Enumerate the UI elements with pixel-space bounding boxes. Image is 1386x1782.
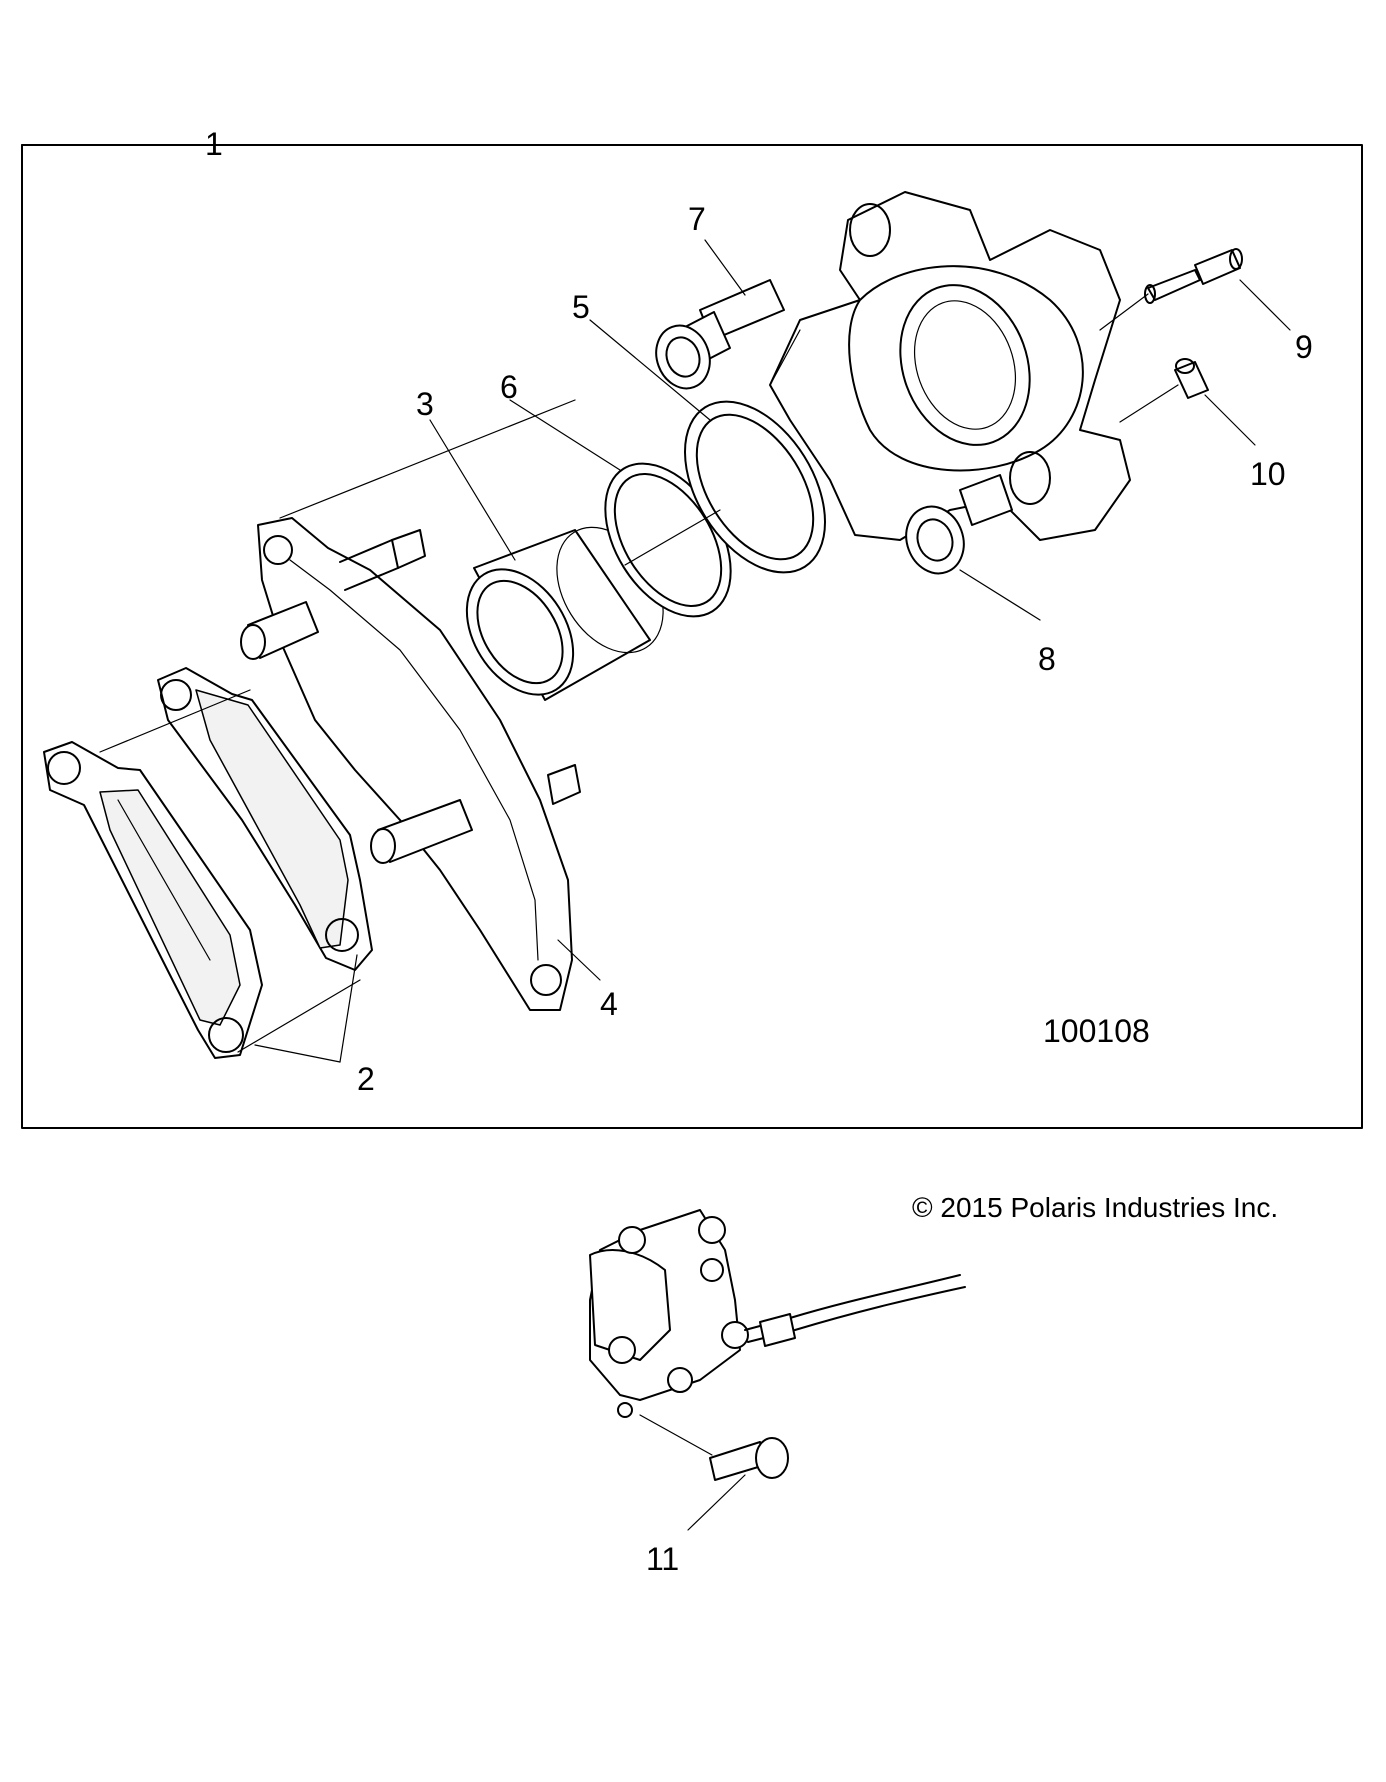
brake-pad-outer bbox=[43, 741, 263, 1059]
callout-3-leader bbox=[429, 419, 516, 561]
bleeder-screw bbox=[1144, 248, 1243, 304]
callout-6: 6 bbox=[500, 369, 518, 405]
copyright-notice: © 2015 Polaris Industries Inc. bbox=[912, 1192, 1278, 1223]
callout-5-leader bbox=[589, 319, 711, 421]
callout-8-leader bbox=[959, 569, 1041, 621]
callout-9-leader bbox=[1239, 279, 1291, 331]
callout-2-leader-b bbox=[339, 954, 358, 1063]
pad-bracket bbox=[240, 517, 581, 1011]
caliper-body bbox=[769, 191, 1131, 541]
callout-11-leader bbox=[687, 1474, 746, 1531]
callout-1: 1 bbox=[205, 126, 223, 162]
callout-9: 9 bbox=[1295, 329, 1313, 365]
callout-2-leader-a bbox=[254, 1044, 341, 1063]
figure-number: 100108 bbox=[1043, 1013, 1150, 1049]
callout-5: 5 bbox=[572, 289, 590, 325]
guide-pin-boot-lower bbox=[905, 474, 1013, 575]
assembled-caliper-illustration bbox=[589, 1209, 966, 1481]
callout-4-leader bbox=[557, 939, 601, 981]
piston bbox=[465, 526, 664, 701]
bleeder-cap bbox=[1174, 358, 1209, 399]
callout-10: 10 bbox=[1250, 456, 1286, 492]
callout-7: 7 bbox=[688, 201, 706, 237]
diagram-frame bbox=[21, 144, 1363, 1129]
callout-3: 3 bbox=[416, 386, 434, 422]
callout-2: 2 bbox=[357, 1061, 375, 1097]
callout-10-leader bbox=[1204, 394, 1256, 446]
guide-pin-boot-upper bbox=[655, 279, 785, 390]
callout-6-leader bbox=[509, 399, 621, 471]
callout-11: 11 bbox=[646, 1541, 679, 1577]
brake-pad-inner bbox=[157, 667, 373, 971]
callout-8: 8 bbox=[1038, 641, 1056, 677]
callout-4: 4 bbox=[600, 986, 618, 1022]
callout-7-leader bbox=[704, 239, 746, 296]
